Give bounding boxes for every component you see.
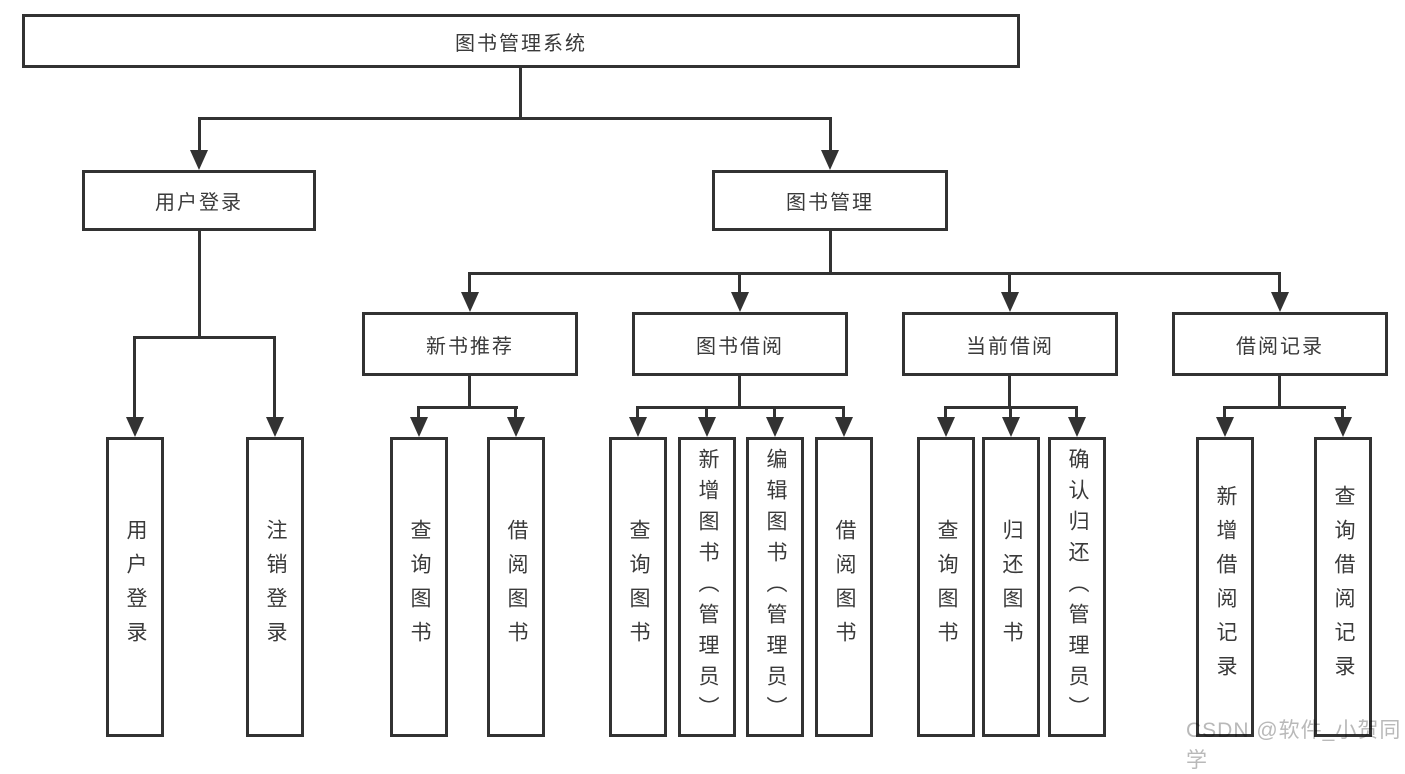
connector-line: [514, 406, 517, 421]
leaf-confirm-return-admin: 确认归还（管理员）: [1048, 437, 1106, 737]
connector-arrowhead: [1271, 292, 1289, 312]
connector-line: [773, 406, 776, 421]
connector-line: [468, 272, 471, 295]
leaf-borrow-books: 借阅图书: [815, 437, 873, 737]
connector-line: [1223, 406, 1346, 409]
connector-line: [1223, 406, 1226, 421]
connector-line: [738, 376, 741, 408]
connector-line: [636, 406, 639, 421]
connector-arrowhead: [629, 417, 647, 437]
connector-arrowhead: [410, 417, 428, 437]
connector-line: [842, 406, 845, 421]
node-book-management: 图书管理: [712, 170, 948, 231]
connector-arrowhead: [1068, 417, 1086, 437]
connector-arrowhead: [1334, 417, 1352, 437]
connector-arrowhead: [126, 417, 144, 437]
node-root-library-system: 图书管理系统: [22, 14, 1020, 68]
csdn-watermark: CSDN @软件_小贺同学: [1186, 719, 1402, 772]
node-book-borrowing: 图书借阅: [632, 312, 848, 376]
connector-line: [1278, 376, 1281, 408]
connector-line: [1341, 406, 1344, 421]
leaf-borrow-books-recommend: 借阅图书: [487, 437, 545, 737]
leaf-add-books-admin: 新增图书（管理员）: [678, 437, 736, 737]
connector-line: [1008, 376, 1011, 408]
connector-line: [1008, 272, 1011, 295]
connector-line: [636, 406, 845, 409]
connector-arrowhead: [1002, 417, 1020, 437]
node-user-login: 用户登录: [82, 170, 316, 231]
leaf-edit-books-admin: 编辑图书（管理员）: [746, 437, 804, 737]
connector-line: [417, 406, 420, 421]
connector-arrowhead: [190, 150, 208, 170]
node-borrow-records: 借阅记录: [1172, 312, 1388, 376]
connector-line: [829, 231, 832, 274]
connector-line: [133, 336, 276, 339]
connector-arrowhead: [1001, 292, 1019, 312]
connector-arrowhead: [937, 417, 955, 437]
connector-line: [1075, 406, 1078, 421]
leaf-user-login: 用户登录: [106, 437, 164, 737]
leaf-query-borrow-record: 查询借阅记录: [1314, 437, 1372, 737]
connector-arrowhead: [266, 417, 284, 437]
connector-arrowhead: [698, 417, 716, 437]
connector-line: [417, 406, 518, 409]
leaf-return-books: 归还图书: [982, 437, 1040, 737]
connector-arrowhead: [821, 150, 839, 170]
connector-line: [468, 272, 1281, 275]
connector-arrowhead: [1216, 417, 1234, 437]
node-current-borrowing: 当前借阅: [902, 312, 1118, 376]
connector-line: [133, 336, 136, 419]
leaf-query-books-borrow: 查询图书: [609, 437, 667, 737]
connector-line: [519, 68, 522, 119]
connector-line: [198, 117, 832, 120]
leaf-add-borrow-record: 新增借阅记录: [1196, 437, 1254, 737]
connector-line: [198, 117, 201, 152]
connector-line: [1009, 406, 1012, 421]
node-new-book-recommend: 新书推荐: [362, 312, 578, 376]
connector-line: [468, 376, 471, 408]
connector-arrowhead: [766, 417, 784, 437]
connector-line: [944, 406, 947, 421]
connector-arrowhead: [461, 292, 479, 312]
leaf-logout-login: 注销登录: [246, 437, 304, 737]
connector-line: [198, 231, 201, 338]
connector-line: [705, 406, 708, 421]
connector-line: [1278, 272, 1281, 295]
connector-line: [738, 272, 741, 295]
connector-arrowhead: [731, 292, 749, 312]
connector-arrowhead: [835, 417, 853, 437]
connector-arrowhead: [507, 417, 525, 437]
leaf-query-books-current: 查询图书: [917, 437, 975, 737]
connector-line: [273, 336, 276, 419]
leaf-query-books-recommend: 查询图书: [390, 437, 448, 737]
connector-line: [829, 117, 832, 152]
